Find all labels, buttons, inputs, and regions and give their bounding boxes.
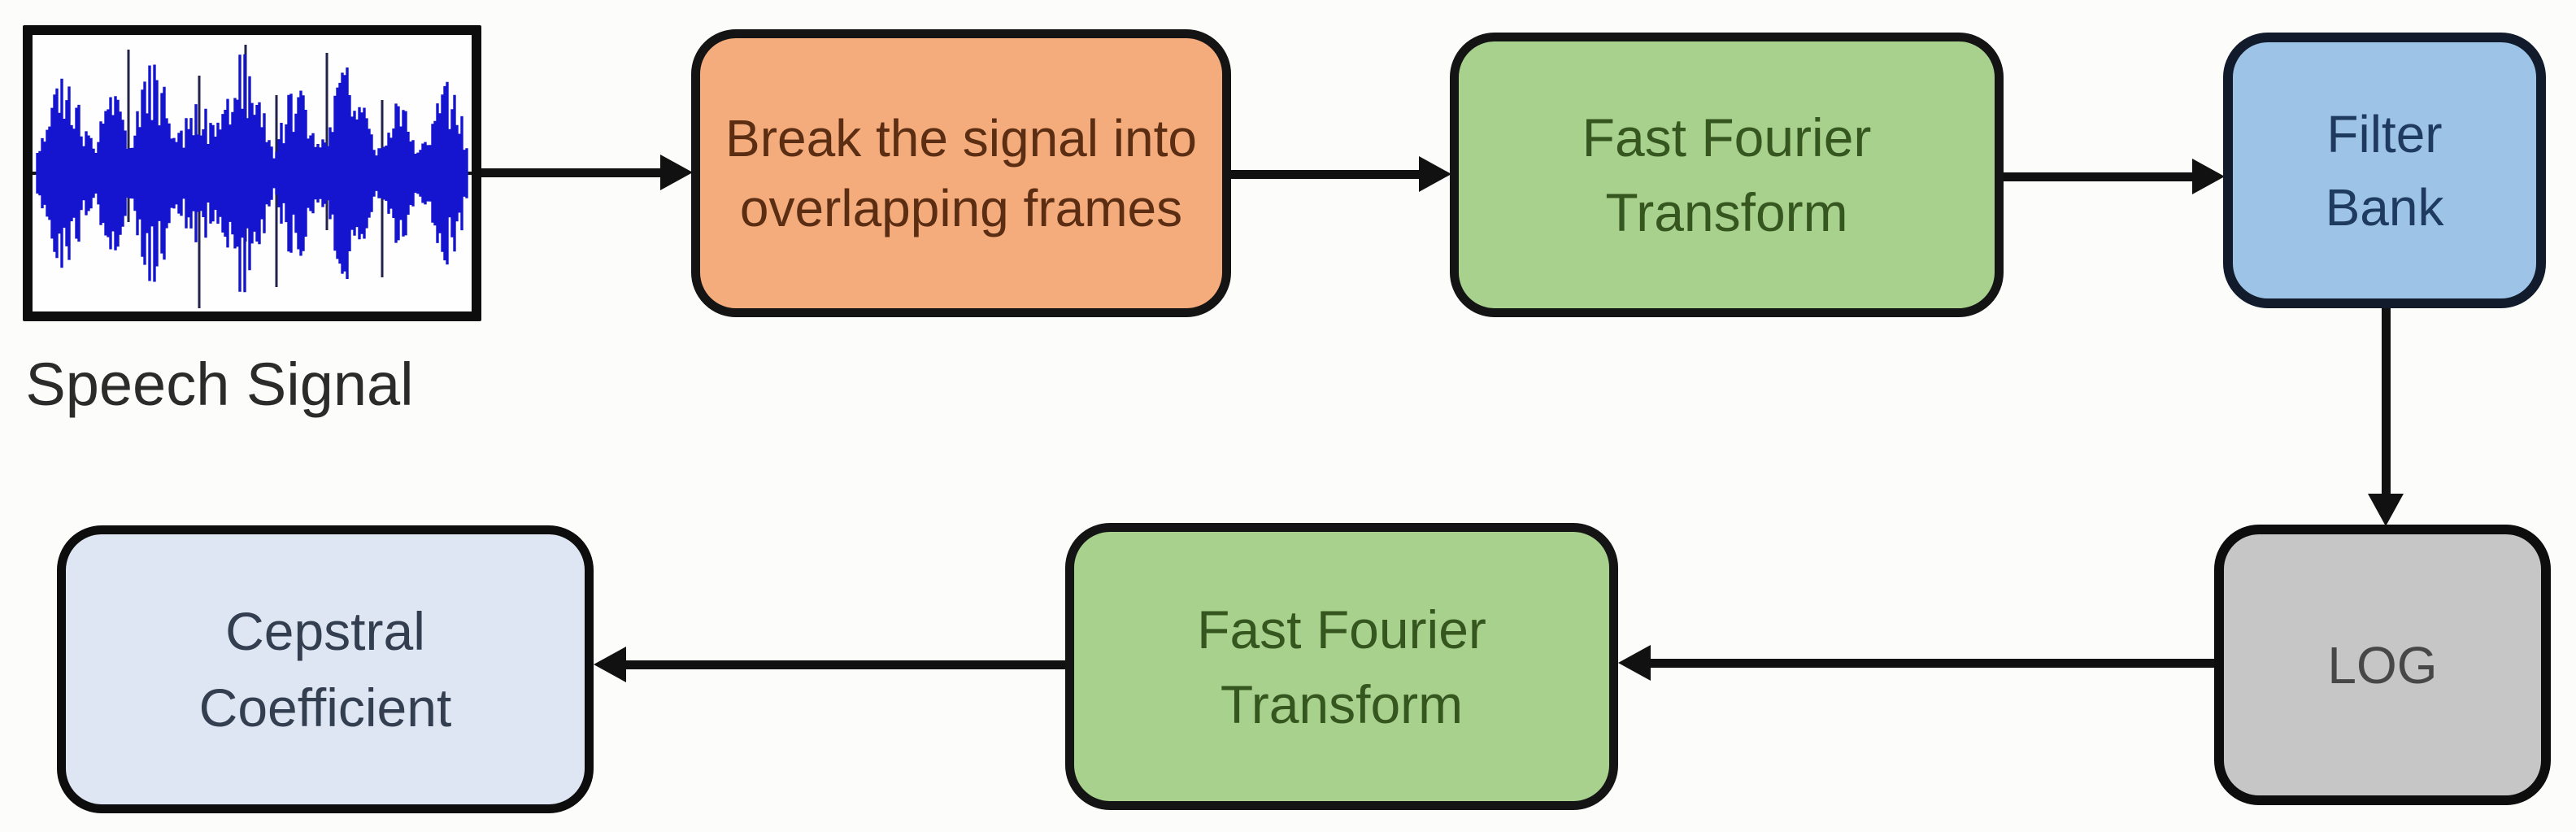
arrow-speech-to-framing-line: [481, 168, 664, 177]
arrow-log-to-fft-head-icon: [1618, 645, 1651, 681]
node-log-label: LOG: [2327, 635, 2438, 695]
arrow-framing-to-fft-head-icon: [1419, 156, 1451, 192]
node-fast-fourier-transform-top: Fast Fourier Transform: [1450, 33, 2004, 317]
arrow-fft-to-cepstral-head-icon: [594, 647, 626, 682]
arrow-fft-to-filterbank-head-icon: [2192, 159, 2225, 194]
arrow-speech-to-framing-head-icon: [660, 155, 693, 190]
node-break-signal-label: Break the signal into overlapping frames: [725, 109, 1197, 237]
node-cepstral-label: Cepstral Coefficient: [198, 601, 452, 738]
node-filter-bank: Filter Bank: [2223, 33, 2546, 308]
arrow-fft-to-filterbank-line: [2004, 172, 2195, 181]
arrow-log-to-fft-line: [1647, 659, 2214, 668]
speech-signal-waveform-box: [23, 25, 481, 321]
waveform-blue-trace: [36, 54, 468, 293]
node-fft-bottom-label: Fast Fourier Transform: [1197, 599, 1486, 734]
node-break-signal-into-frames: Break the signal into overlapping frames: [691, 29, 1231, 317]
node-cepstral-coefficient: Cepstral Coefficient: [57, 525, 594, 813]
node-filter-bank-label: Filter Bank: [2325, 104, 2444, 237]
speech-signal-label: Speech Signal: [25, 351, 414, 418]
arrow-framing-to-fft-line: [1230, 170, 1422, 179]
speech-waveform-image: [33, 45, 472, 308]
node-fft-top-label: Fast Fourier Transform: [1582, 107, 1872, 242]
arrow-fft-to-cepstral-line: [623, 660, 1065, 669]
node-fast-fourier-transform-bottom: Fast Fourier Transform: [1065, 523, 1618, 810]
node-log: LOG: [2214, 525, 2551, 805]
arrow-filterbank-to-log-line: [2382, 308, 2391, 497]
arrow-filterbank-to-log-head-icon: [2368, 494, 2404, 526]
